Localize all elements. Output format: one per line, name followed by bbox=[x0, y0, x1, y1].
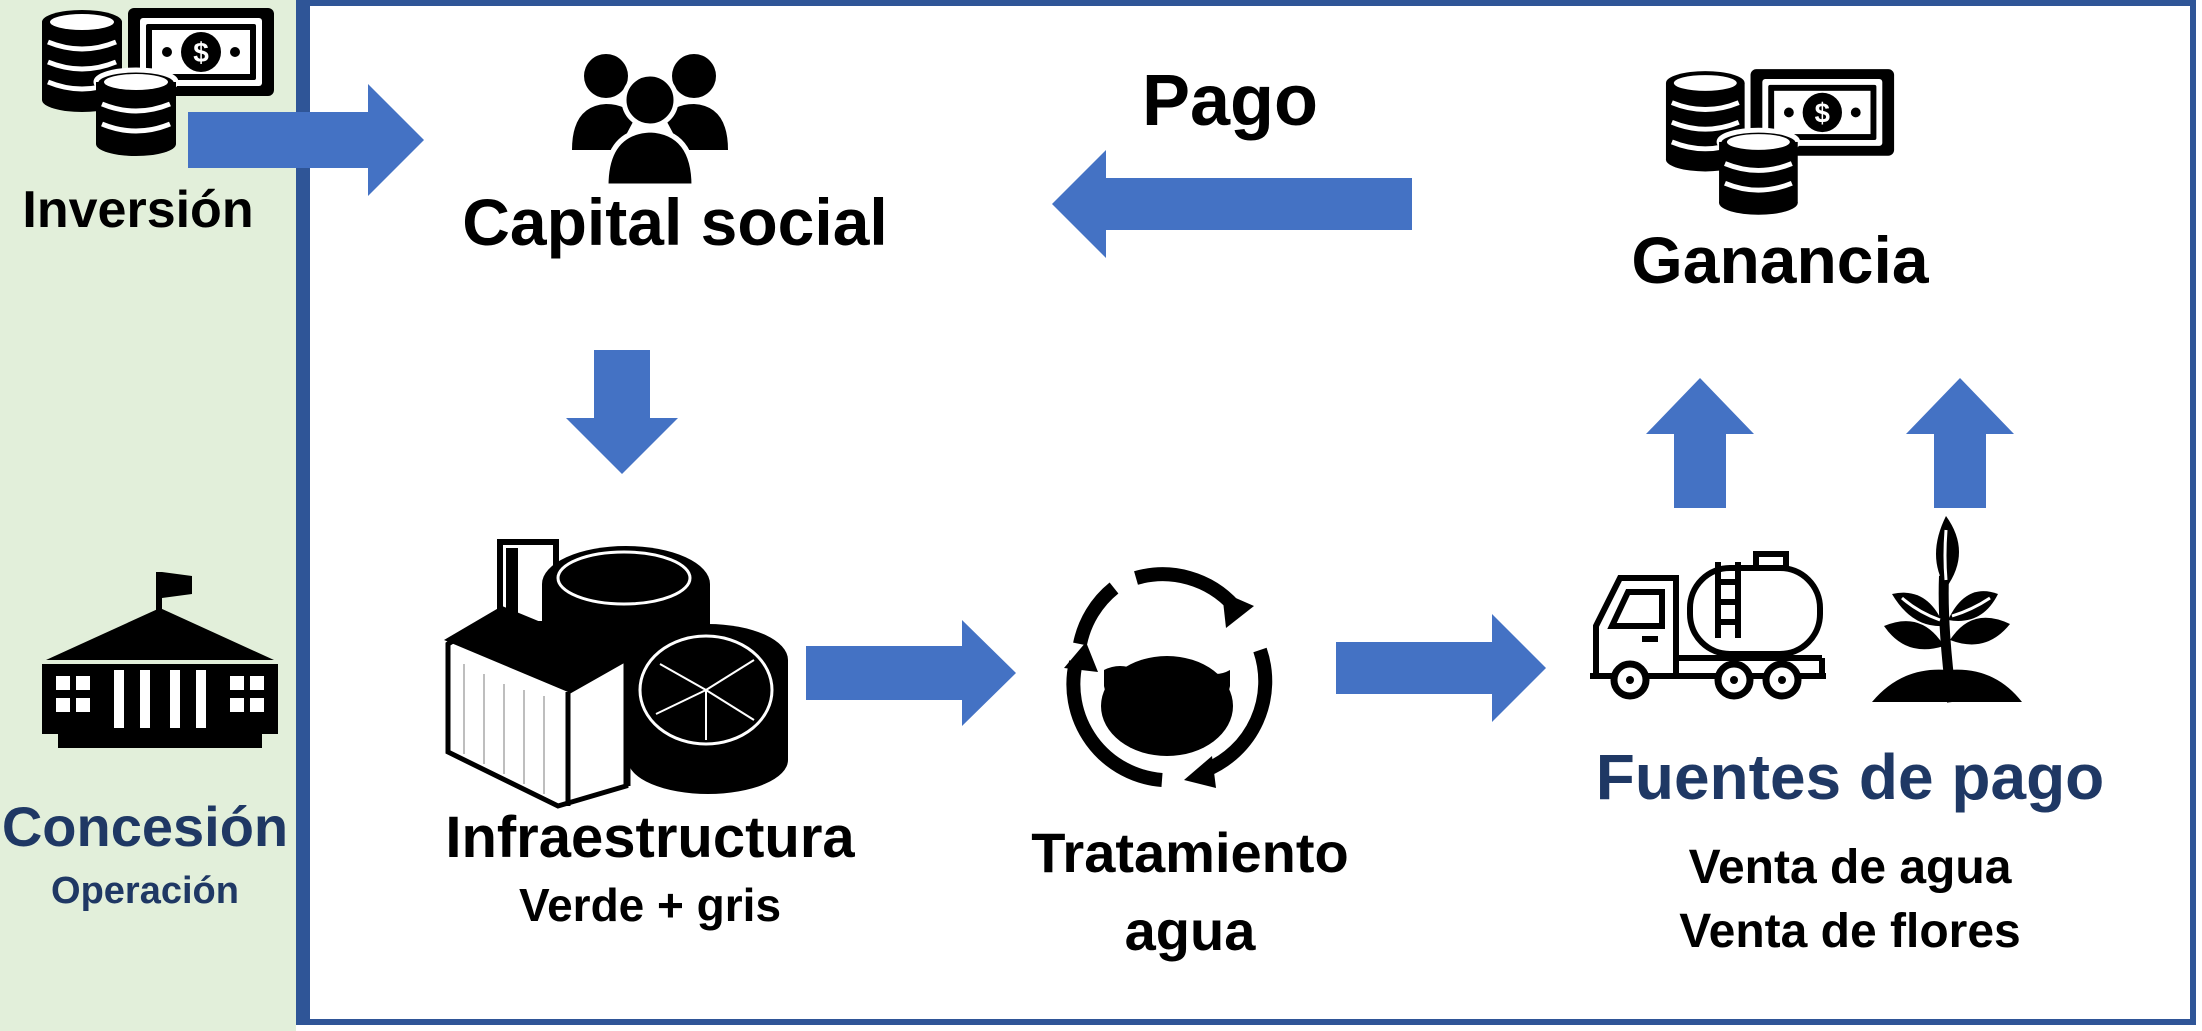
arrow-investment-to-capital bbox=[188, 84, 424, 196]
arrow-water-sale-to-profit bbox=[1646, 378, 1754, 508]
svg-text:$: $ bbox=[1815, 97, 1830, 128]
treatment-label-line2: agua bbox=[1124, 899, 1256, 962]
water-sale-label: Venta de agua bbox=[1688, 841, 2012, 894]
water-recycle-icon bbox=[1064, 567, 1273, 788]
people-group-icon bbox=[572, 54, 728, 189]
investment-label: Inversión bbox=[22, 181, 254, 239]
infrastructure-sublabel: Verde + gris bbox=[518, 879, 782, 931]
svg-text:$: $ bbox=[193, 37, 209, 68]
plant-sprout-icon bbox=[1872, 516, 2022, 703]
payment-sources-label: Fuentes de pago bbox=[1595, 741, 2105, 813]
main-frame bbox=[296, 0, 2196, 1025]
payment-label: Pago bbox=[1141, 61, 1319, 141]
arrow-payment-to-capital bbox=[1052, 150, 1412, 258]
arrow-flower-sale-to-profit bbox=[1906, 378, 2014, 508]
flower-sale-label: Venta de flores bbox=[1679, 905, 2021, 958]
profit-label: Ganancia bbox=[1631, 223, 1929, 297]
infrastructure-tanks-icon bbox=[444, 539, 788, 809]
left-panel bbox=[0, 0, 296, 1031]
water-truck-icon bbox=[1590, 551, 1826, 700]
arrow-infrastructure-to-treatment bbox=[806, 620, 1016, 726]
infrastructure-label: Infraestructura bbox=[445, 805, 855, 870]
government-building-icon bbox=[42, 572, 278, 748]
investment-money-icon: $ bbox=[42, 8, 274, 156]
arrow-treatment-to-sources bbox=[1336, 614, 1546, 722]
profit-money-icon: $ bbox=[1665, 69, 1895, 215]
operation-label: Operación bbox=[51, 870, 239, 912]
treatment-label-line1: Tratamiento bbox=[1031, 821, 1349, 884]
capital-social-label: Capital social bbox=[462, 185, 888, 259]
arrow-capital-to-infrastructure bbox=[566, 350, 678, 474]
concession-label: Concesión bbox=[1, 795, 289, 858]
